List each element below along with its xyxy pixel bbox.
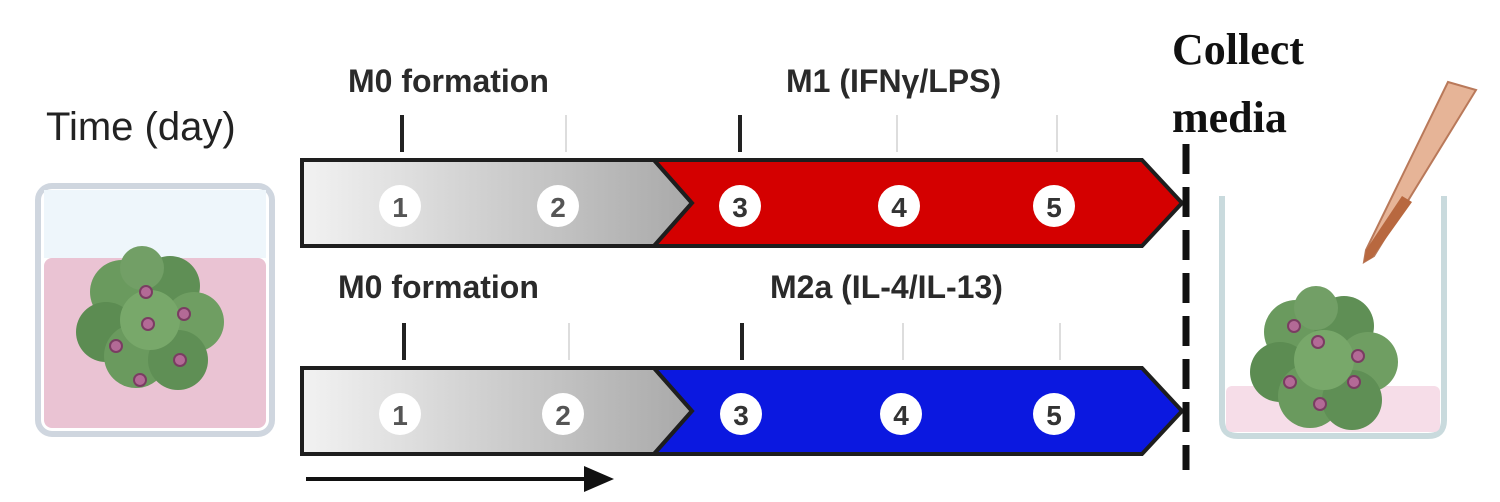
day-5-label: 5 (1046, 192, 1062, 223)
day-1-label: 1 (392, 192, 408, 223)
day-4-label: 4 (893, 400, 909, 431)
day-4-badge: 4 (878, 185, 920, 227)
day-2-badge: 2 (537, 185, 579, 227)
day-3-label: 3 (733, 400, 749, 431)
day-3-label: 3 (732, 192, 748, 223)
timeline-m1: M0 formation M1 (IFNγ/LPS) 1 2 3 4 5 (300, 63, 1185, 248)
formation-bar (300, 366, 695, 456)
collect-label-line-1: Collect (1172, 25, 1304, 74)
day-1-badge: 1 (379, 185, 421, 227)
phase-left-label: M0 formation (348, 63, 549, 99)
day-2-label: 2 (555, 400, 571, 431)
pipette-icon (1362, 80, 1478, 264)
time-arrow-icon (306, 466, 614, 492)
day-4-label: 4 (891, 192, 907, 223)
day-1-label: 1 (392, 400, 408, 431)
day-1-badge: 1 (379, 393, 421, 435)
day-2-badge: 2 (542, 393, 584, 435)
time-day-label: Time (day) (46, 105, 236, 149)
day-5-badge: 5 (1033, 185, 1075, 227)
phase-left-label: M0 formation (338, 269, 539, 305)
organoid-icon (76, 246, 224, 390)
day-2-label: 2 (550, 192, 566, 223)
day-4-badge: 4 (880, 393, 922, 435)
day-3-badge: 3 (720, 393, 762, 435)
collect-media-label: Collect media (1172, 25, 1315, 142)
day-3-badge: 3 (719, 185, 761, 227)
day-5-label: 5 (1046, 400, 1062, 431)
collect-label-line-2: media (1172, 93, 1287, 142)
phase-right-label: M2a (IL-4/IL-13) (770, 269, 1003, 305)
formation-bar (300, 158, 695, 248)
day-5-badge: 5 (1033, 393, 1075, 435)
timeline-m2a: M0 formation M2a (IL-4/IL-13) 1 2 3 4 5 (300, 269, 1185, 456)
organoid-icon (1250, 286, 1398, 430)
phase-right-label: M1 (IFNγ/LPS) (786, 63, 1001, 99)
